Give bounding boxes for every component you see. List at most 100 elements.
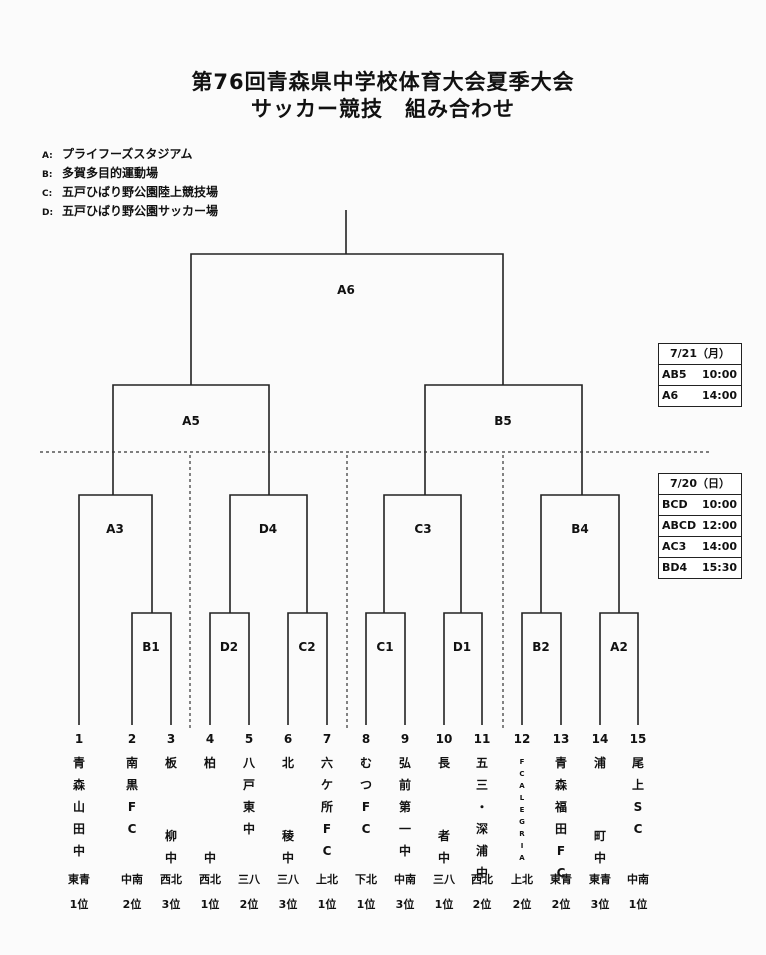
team-number: 2 xyxy=(127,732,137,746)
team-name: 五三・深浦中 xyxy=(462,752,502,880)
team-name-char: F xyxy=(127,800,137,814)
team-name-char: 北 xyxy=(281,756,294,770)
team-name-char: 六 xyxy=(320,756,333,770)
team-region: 西北 xyxy=(471,873,493,886)
team-name-char: 中 xyxy=(164,851,177,865)
venue-b: B:多賀多目的運動場 xyxy=(42,166,159,180)
team-name-char: C xyxy=(519,770,525,778)
team-number: 9 xyxy=(400,732,410,746)
team-name-char: 第 xyxy=(398,800,411,814)
team-name-char: 中 xyxy=(72,844,85,858)
team-rank: 3位 xyxy=(161,898,181,911)
match-q1: A3 xyxy=(106,522,124,536)
team-name-char: 中 xyxy=(242,822,255,836)
team-name-char: 戸 xyxy=(242,778,255,792)
team-name-char: 中 xyxy=(593,851,606,865)
team-name-char: 田 xyxy=(554,822,567,836)
match-final: A6 xyxy=(337,283,355,297)
team-name-char: ・ xyxy=(475,800,488,814)
match-semi-left: A5 xyxy=(182,414,200,428)
team-name-char: F xyxy=(519,758,525,766)
team-name-char: 黒 xyxy=(125,778,138,792)
team-name-char: 森 xyxy=(72,778,85,792)
team-name: 長者中 xyxy=(424,752,464,869)
team-name: 板柳中 xyxy=(151,752,191,869)
team-rank: 3位 xyxy=(590,898,610,911)
team-name-char: F xyxy=(361,800,371,814)
team-name-char: 柏 xyxy=(203,756,216,770)
team-region: 中南 xyxy=(121,873,143,886)
team-region: 東青 xyxy=(68,873,90,886)
team-name-char: 田 xyxy=(72,822,85,836)
team-name-char: 三 xyxy=(475,778,488,792)
venue-d: D:五戸ひばり野公園サッカー場 xyxy=(42,204,219,218)
team-name-char: 南 xyxy=(125,756,138,770)
match-r1-2: D2 xyxy=(219,640,239,654)
team-name-char: 中 xyxy=(203,851,216,865)
team-region: 西北 xyxy=(160,873,182,886)
venue-a: A:プライフーズスタジアム xyxy=(42,147,193,161)
team-name-char: 前 xyxy=(398,778,411,792)
team-region: 三八 xyxy=(433,873,455,886)
team-name-char: 一 xyxy=(398,822,411,836)
team-name: 八戸東中 xyxy=(229,752,269,869)
team-name-char: 浦 xyxy=(593,756,606,770)
team-rank: 2位 xyxy=(551,898,571,911)
team-name-char: 中 xyxy=(281,851,294,865)
team-name-char: 所 xyxy=(320,800,333,814)
team-name-char: F xyxy=(322,822,332,836)
team-region: 東青 xyxy=(589,873,611,886)
team-number: 15 xyxy=(629,732,647,746)
match-r1-3: C2 xyxy=(298,640,316,654)
team-name: 北稜中 xyxy=(268,752,308,869)
team-rank: 1位 xyxy=(69,898,89,911)
team-name-char: 青 xyxy=(554,756,567,770)
team-name-char: 福 xyxy=(554,800,567,814)
team-rank: 2位 xyxy=(512,898,532,911)
team-rank: 1位 xyxy=(356,898,376,911)
team-number: 6 xyxy=(283,732,293,746)
team-name-char: F xyxy=(556,844,566,858)
team-region: 西北 xyxy=(199,873,221,886)
team-name: 弘前第一中 xyxy=(385,752,425,869)
match-r1-1: B1 xyxy=(142,640,160,654)
team-number: 4 xyxy=(205,732,215,746)
team-name-char: 町 xyxy=(593,829,606,843)
team-name-char: 長 xyxy=(437,756,450,770)
team-number: 12 xyxy=(513,732,531,746)
team-number: 8 xyxy=(361,732,371,746)
team-name-char: I xyxy=(520,842,524,850)
team-name-char: C xyxy=(361,822,371,836)
match-q3: C3 xyxy=(414,522,432,536)
team-name-char: 東 xyxy=(242,800,255,814)
match-q2: D4 xyxy=(258,522,278,536)
team-name-char: L xyxy=(519,794,525,802)
team-name-char: 者 xyxy=(437,829,450,843)
team-region: 下北 xyxy=(355,873,377,886)
page-subtitle: サッカー競技 組み合わせ xyxy=(251,97,515,121)
team-name-char: E xyxy=(519,806,525,814)
team-name-char: 深 xyxy=(475,822,488,836)
team-name-char: 森 xyxy=(554,778,567,792)
team-rank: 2位 xyxy=(122,898,142,911)
team-number: 10 xyxy=(435,732,453,746)
team-number: 11 xyxy=(473,732,491,746)
venue-legend: A:プライフーズスタジアム B:多賀多目的運動場 C:五戸ひばり野公園陸上競技場… xyxy=(42,145,218,221)
